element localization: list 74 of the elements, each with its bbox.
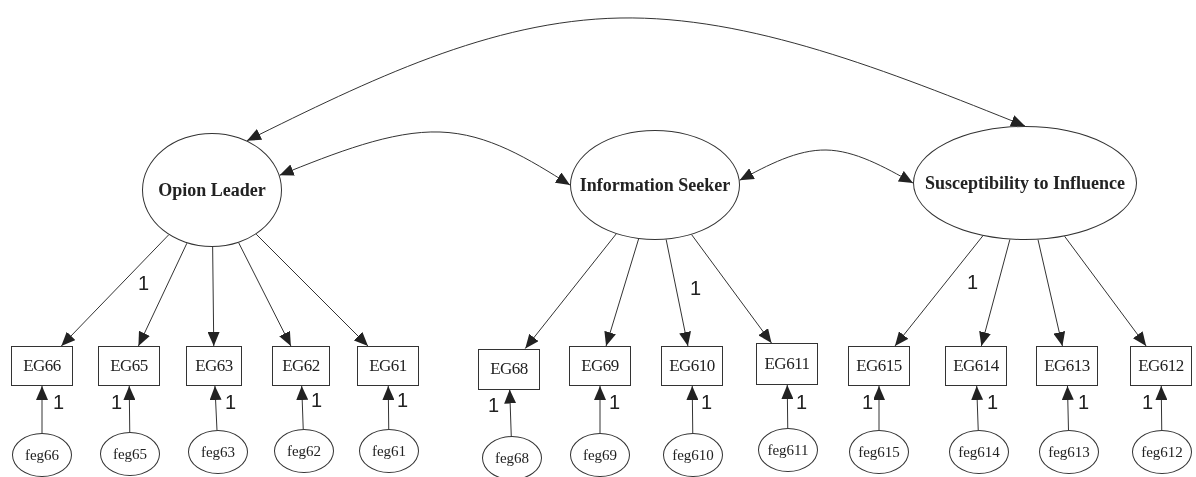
error-term-ellipse: feg63 (188, 430, 248, 474)
path-arrow (382, 385, 395, 430)
path-arrow (1155, 385, 1168, 431)
path-arrow (36, 385, 48, 434)
latent-variable-ellipse: Opion Leader (142, 133, 282, 247)
path-arrow (1064, 235, 1147, 347)
path-arrow (60, 234, 170, 347)
latent-variable-ellipse: Information Seeker (570, 130, 740, 240)
path-arrow (873, 385, 885, 431)
edge-label: 1 (861, 392, 875, 412)
path-arrow (296, 385, 309, 430)
error-term-ellipse: feg615 (849, 430, 909, 474)
indicator-box: EG610 (661, 346, 723, 386)
path-arrow (137, 242, 188, 347)
error-term-ellipse: feg62 (274, 429, 334, 473)
error-term-ellipse: feg66 (12, 433, 72, 477)
edge-label: 1 (689, 278, 703, 298)
indicator-box: EG613 (1036, 346, 1098, 386)
error-term-ellipse: feg612 (1132, 430, 1192, 474)
covariance-arrow (739, 149, 914, 184)
indicator-box: EG612 (1130, 346, 1192, 386)
edge-label: 1 (795, 392, 809, 412)
path-arrow (1061, 385, 1074, 431)
edge-label: 1 (700, 392, 714, 412)
indicator-box: EG63 (186, 346, 242, 386)
path-arrow (524, 233, 617, 349)
path-arrow (123, 385, 136, 433)
indicator-box: EG61 (357, 346, 419, 386)
indicator-box: EG66 (11, 346, 73, 386)
error-term-ellipse: feg68 (482, 436, 542, 477)
edge-label: 1 (608, 392, 622, 412)
indicator-box: EG69 (569, 346, 631, 386)
path-arrow (594, 385, 606, 434)
path-arrow (691, 234, 772, 344)
path-arrow (604, 238, 640, 347)
covariance-arrow (279, 131, 571, 186)
latent-variable-ellipse: Susceptibility to Influence (913, 126, 1137, 240)
path-arrow (979, 239, 1011, 347)
edge-label: 1 (487, 395, 501, 415)
path-arrow (665, 239, 691, 347)
error-term-ellipse: feg65 (100, 432, 160, 476)
indicator-box: EG65 (98, 346, 160, 386)
indicator-box: EG614 (945, 346, 1007, 386)
edge-label: 1 (52, 392, 66, 412)
indicator-box: EG68 (478, 348, 540, 390)
error-term-ellipse: feg610 (663, 433, 723, 477)
error-term-ellipse: feg61 (359, 429, 419, 473)
path-arrow (209, 385, 222, 431)
edge-label: 1 (224, 392, 238, 412)
edge-label: 1 (396, 390, 410, 410)
edge-label: 1 (310, 390, 324, 410)
path-arrow (894, 235, 984, 347)
indicator-box: EG615 (848, 346, 910, 386)
edge-label: 1 (966, 272, 980, 292)
path-arrow (1037, 239, 1066, 347)
error-term-ellipse: feg611 (758, 428, 818, 472)
edge-label: 1 (137, 273, 151, 293)
covariance-arrow (246, 17, 1026, 142)
path-arrow (238, 242, 292, 347)
path-arrow (971, 385, 984, 431)
edge-label: 1 (1141, 392, 1155, 412)
indicator-box: EG62 (272, 346, 330, 386)
path-arrow (255, 233, 369, 347)
path-arrow (504, 389, 517, 437)
error-term-ellipse: feg614 (949, 430, 1009, 474)
edge-label: 1 (986, 392, 1000, 412)
edge-label: 1 (1077, 392, 1091, 412)
error-term-ellipse: feg69 (570, 433, 630, 477)
error-term-ellipse: feg613 (1039, 430, 1099, 474)
path-arrow (207, 246, 220, 347)
edge-label: 1 (110, 392, 124, 412)
path-arrow (686, 385, 699, 434)
path-arrow (781, 384, 794, 429)
indicator-box: EG611 (756, 343, 818, 385)
